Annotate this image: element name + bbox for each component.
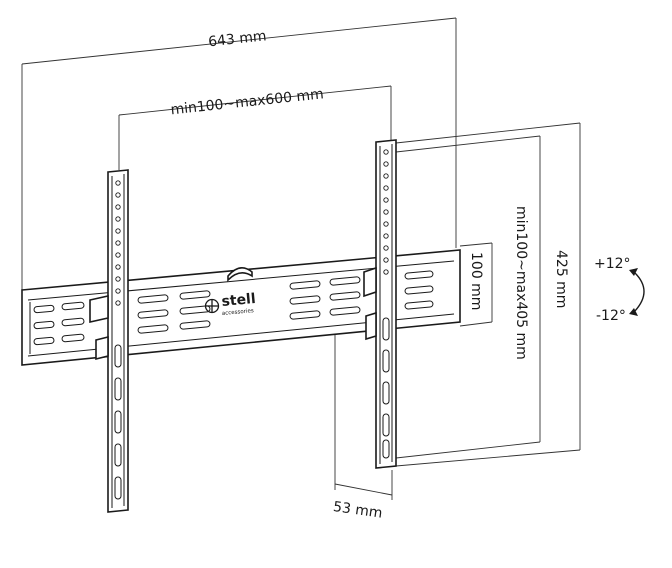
- tilt-up-label: +12°: [594, 256, 631, 272]
- brand-tagline: accessories: [222, 308, 254, 317]
- label-vesa-horizontal: min100~max600 mm: [170, 86, 325, 118]
- brand-name: stell: [221, 291, 256, 310]
- right-arm-holes: [382, 149, 390, 459]
- rail-slots: [33, 270, 434, 346]
- center-hook: [227, 267, 253, 282]
- label-total-width: 643 mm: [207, 28, 267, 50]
- left-arm-knob-lower: [95, 335, 109, 361]
- label-total-height: 425 mm: [553, 250, 569, 308]
- dimension-lines: [21, 17, 581, 500]
- brand-logo: stell accessories: [204, 291, 256, 317]
- tilt-indicator: +12° -12°: [594, 256, 645, 324]
- left-vertical-arm: [89, 169, 129, 513]
- tilt-arrow-up-icon: [629, 268, 638, 276]
- label-rail-height: 100 mm: [468, 252, 484, 310]
- right-vertical-arm: [363, 139, 397, 469]
- left-arm-knob-upper: [89, 295, 109, 323]
- tilt-arc: [633, 271, 645, 313]
- label-depth: 53 mm: [332, 499, 383, 522]
- tilt-arrow-down-icon: [629, 308, 638, 316]
- label-vesa-vertical: min100~max405 mm: [513, 206, 529, 360]
- right-arm-knob-upper: [363, 266, 377, 298]
- left-arm-holes: [114, 180, 122, 500]
- right-arm-knob-lower: [365, 311, 377, 341]
- tilt-down-label: -12°: [596, 308, 626, 324]
